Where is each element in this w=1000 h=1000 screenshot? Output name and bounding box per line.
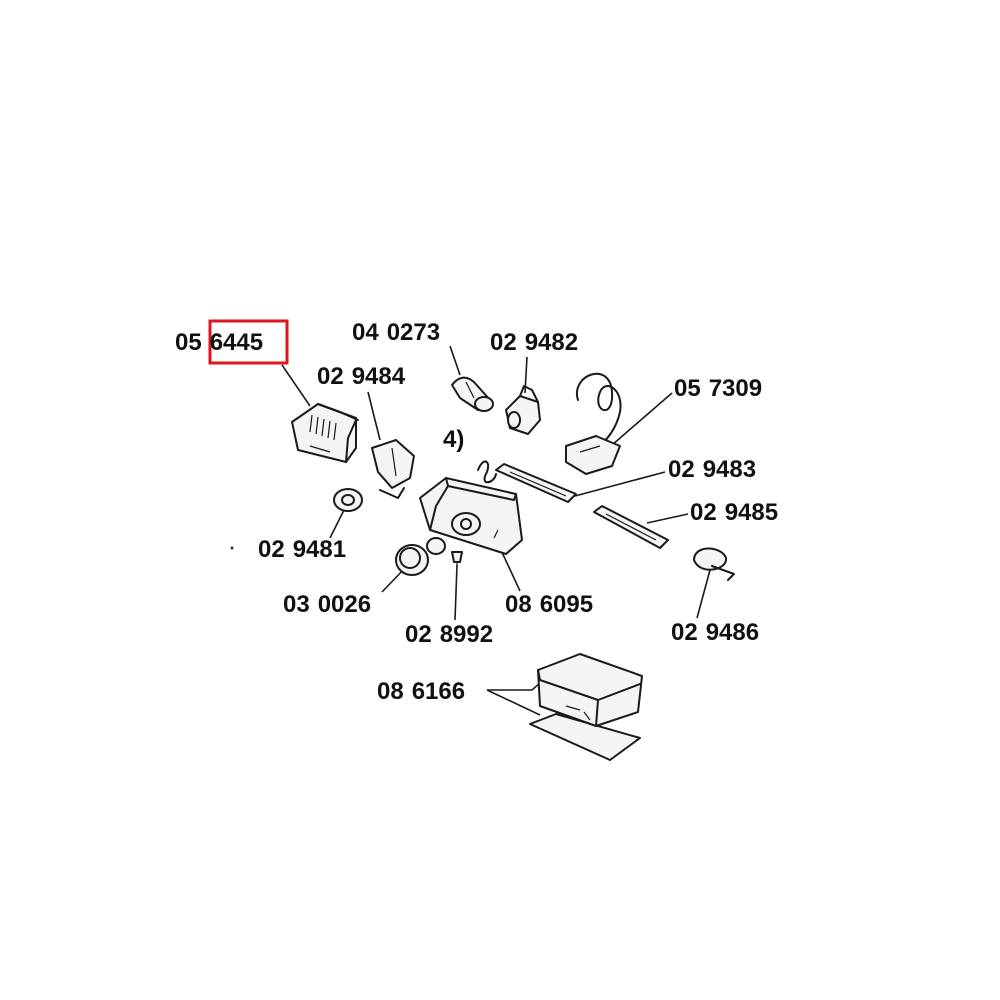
part-ring[interactable] [426,537,446,555]
label-03-0026-suffix: 0026 [318,591,371,618]
label-02-9482-suffix: 9482 [525,329,578,356]
label-02-8992[interactable]: 02 8992 [405,621,493,648]
part-spring-note4[interactable] [477,460,497,484]
leader-02-9481 [329,507,346,539]
label-05-7309[interactable]: 05 7309 [674,375,762,402]
label-02-9485[interactable]: 02 9485 [690,499,778,526]
label-02-9486[interactable]: 02 9486 [671,619,759,646]
label-03-0026[interactable]: 03 0026 [283,591,371,618]
label-08-6095-prefix: 08 [505,591,532,618]
label-02-9481-prefix: 02 [258,536,285,563]
part-knob-030026[interactable] [395,544,429,576]
label-08-6166-prefix: 08 [377,678,404,705]
label-02-9482[interactable]: 02 9482 [490,329,578,356]
label-08-6166-suffix: 6166 [412,678,465,705]
label-05-7309-suffix: 7309 [709,375,762,402]
label-02-8992-suffix: 8992 [440,621,493,648]
part-holder-029484[interactable] [371,439,415,499]
leader-04-0273 [449,345,461,376]
label-08-6095-suffix: 6095 [540,591,593,618]
part-thermostat-057309[interactable] [565,372,622,475]
label-02-9484-suffix: 9484 [352,363,406,390]
label-02-9486-suffix: 9486 [706,619,759,646]
leader-02-9483 [574,471,666,497]
part-cover-056445[interactable] [291,403,359,463]
leader-02-9485 [646,513,689,524]
label-05-6445[interactable]: 05 6445 [175,329,263,356]
part-strip-029485[interactable] [593,505,669,549]
leader-05-6445 [281,364,311,407]
label-08-6166[interactable]: 08 6166 [377,678,465,705]
highlight-box [208,319,289,365]
label-02-9483-suffix: 9483 [703,456,756,483]
leader-02-9484 [367,391,381,441]
leader-08-6095 [499,547,521,592]
label-02-9483-prefix: 02 [668,456,695,483]
label-02-9485-suffix: 9485 [725,499,778,526]
label-05-7309-prefix: 05 [674,375,701,402]
leader-02-8992 [454,564,458,621]
part-housing-086095[interactable] [419,477,523,555]
label-02-9486-prefix: 02 [671,619,698,646]
stray-dot [230,546,234,550]
label-note-4-text: 4) [443,426,464,453]
label-02-9482-prefix: 02 [490,329,517,356]
leader-05-7309 [611,392,673,446]
part-dial-029486[interactable] [693,547,735,581]
label-04-0273-prefix: 04 [352,319,379,346]
part-switch-029482[interactable] [505,385,541,435]
part-lampcover-086166[interactable] [529,653,643,761]
part-bulb-040273[interactable] [451,376,494,412]
label-03-0026-prefix: 03 [283,591,310,618]
label-02-9485-prefix: 02 [690,499,717,526]
part-nut-029481[interactable] [333,488,363,512]
leader-02-9486 [696,569,711,619]
label-02-9481-suffix: 9481 [293,536,346,563]
part-rod-029483[interactable] [495,463,577,503]
leader-08-6166-b [486,689,541,716]
label-02-9483[interactable]: 02 9483 [668,456,756,483]
label-05-6445-prefix: 05 [175,329,202,356]
label-08-6095[interactable]: 08 6095 [505,591,593,618]
label-02-9481[interactable]: 02 9481 [258,536,346,563]
label-02-9484[interactable]: 02 9484 [317,363,406,390]
label-02-8992-prefix: 02 [405,621,432,648]
label-04-0273-suffix: 0273 [387,319,440,346]
label-05-6445-suffix: 6445 [210,329,263,356]
label-02-9484-prefix: 02 [317,363,344,390]
part-screw-028992[interactable] [451,551,463,566]
label-04-0273[interactable]: 04 0273 [352,319,440,346]
label-note-4: 4) [443,426,464,453]
